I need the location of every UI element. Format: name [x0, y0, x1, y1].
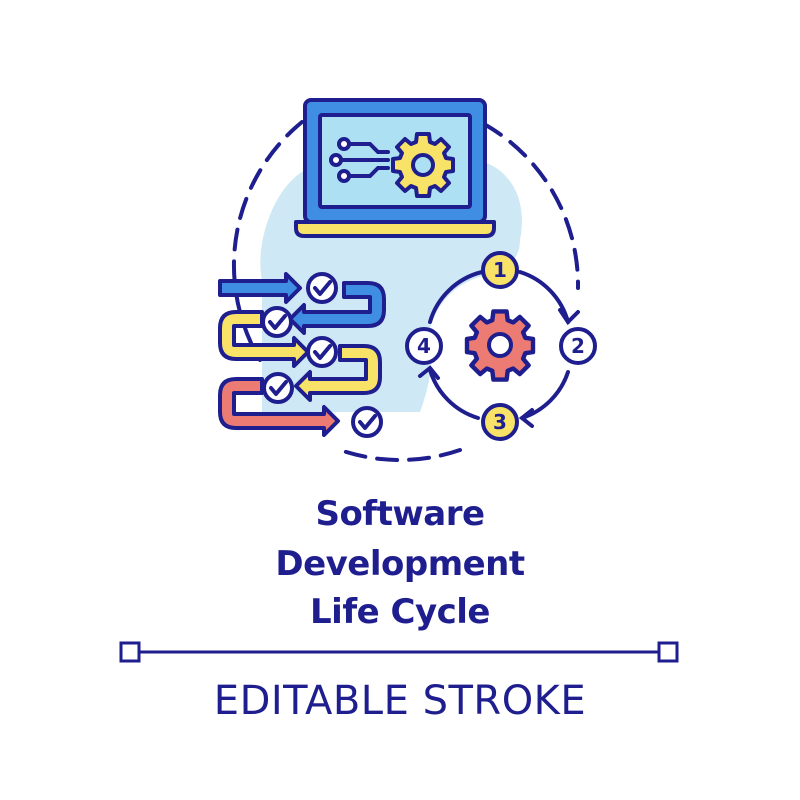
cycle-icon: 1 2 3 4 [405, 251, 597, 441]
step-1-label: 1 [493, 258, 507, 282]
editable-stroke-caption: EDITABLE STROKE [213, 678, 587, 724]
step-4-icon [405, 327, 443, 365]
divider-handle-left [119, 641, 141, 663]
divider-handle-right [657, 641, 679, 663]
check-marks [261, 272, 383, 438]
check-icon [306, 272, 338, 304]
step-2-label: 2 [571, 334, 585, 358]
arrow-icon [294, 344, 382, 402]
circuit-icon [329, 137, 390, 183]
check-icon [351, 406, 383, 438]
step-3-label: 3 [493, 410, 507, 434]
arrow-icon [288, 281, 386, 335]
step-3-icon [481, 403, 519, 441]
step-2-icon [559, 327, 597, 365]
title-line-1: Software [315, 494, 485, 534]
step-4-label: 4 [417, 334, 431, 358]
screen-gear-icon [391, 132, 455, 198]
title-line-2: Development [275, 544, 525, 584]
arrow-icon [218, 272, 302, 304]
check-icon [306, 336, 338, 368]
check-icon [261, 306, 293, 338]
title-line-3: Life Cycle [310, 592, 491, 632]
arrow-icon [218, 310, 310, 368]
arrow-icon [218, 377, 340, 437]
check-icon [262, 372, 294, 404]
divider-line [119, 641, 679, 663]
step-1-icon [481, 251, 519, 289]
workflow-arrows [218, 272, 386, 437]
